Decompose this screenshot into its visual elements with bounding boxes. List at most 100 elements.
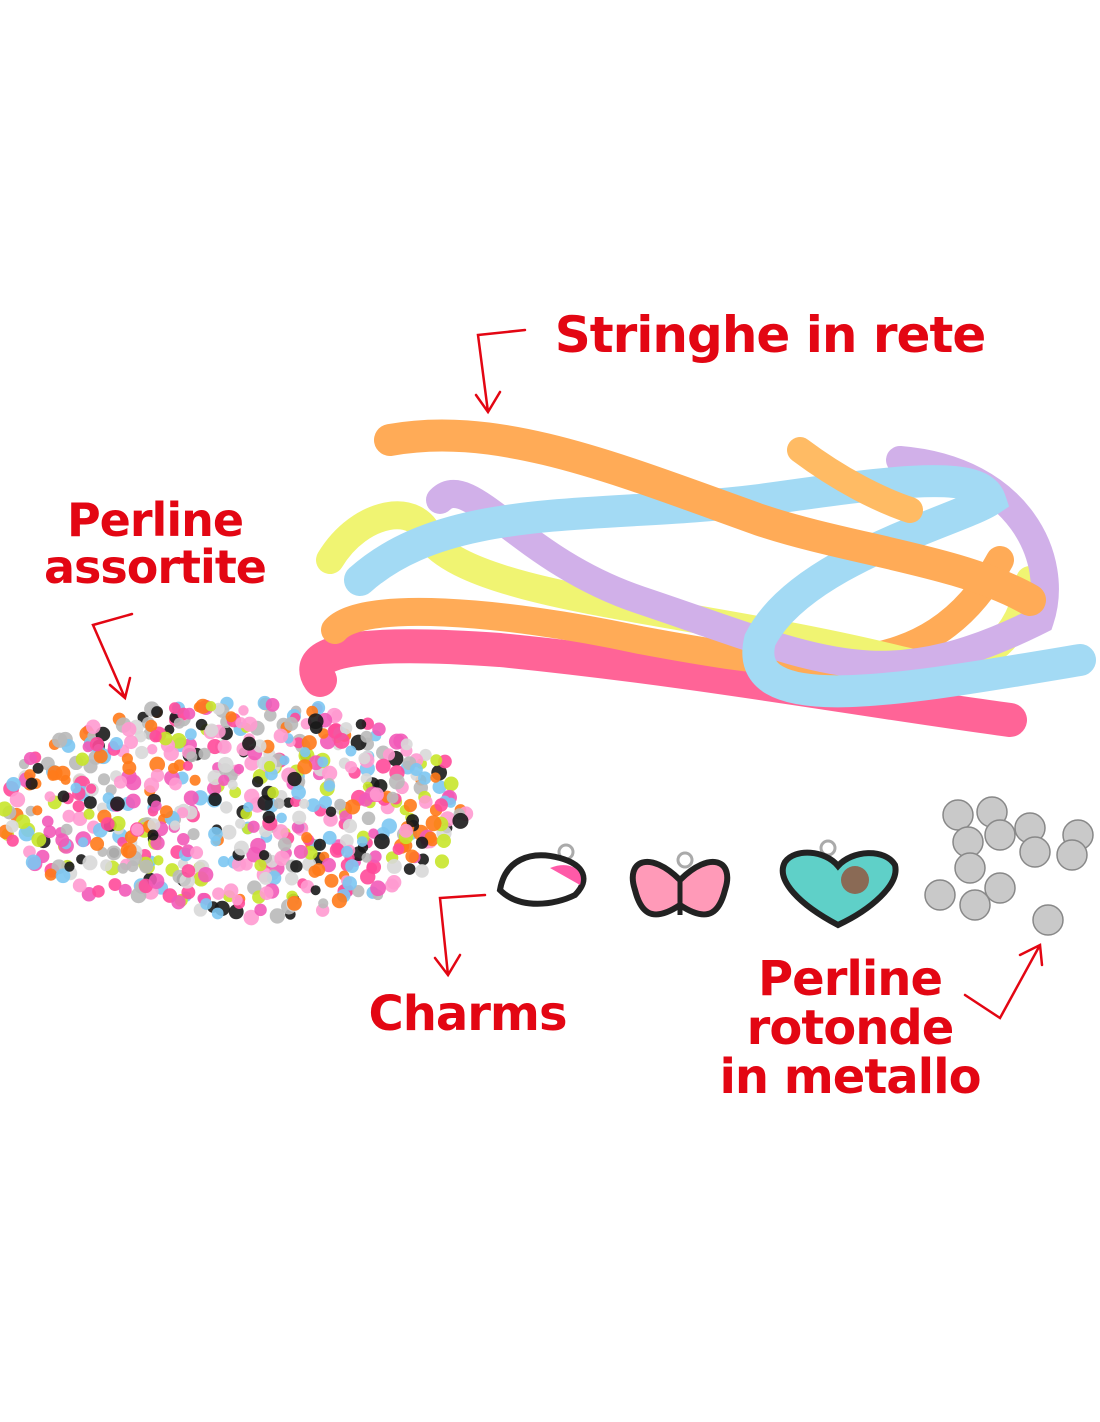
bead — [168, 777, 182, 791]
bead — [44, 868, 57, 881]
bead — [331, 709, 343, 721]
bead — [225, 711, 237, 723]
bead — [176, 807, 189, 819]
bead — [324, 873, 339, 888]
bead — [212, 887, 225, 900]
bead — [217, 739, 232, 754]
bead — [183, 790, 199, 806]
bead — [117, 862, 129, 874]
bead — [52, 732, 68, 748]
bead — [218, 856, 230, 868]
bead — [323, 780, 336, 792]
bead — [32, 762, 44, 774]
metal-bead — [984, 872, 1016, 904]
bead — [334, 798, 346, 811]
bead — [148, 873, 165, 890]
bead — [131, 823, 144, 836]
arrows — [91, 328, 1044, 1020]
bead — [287, 895, 302, 911]
bead — [147, 829, 159, 841]
bead — [183, 707, 196, 720]
bead — [352, 885, 365, 898]
bead — [299, 798, 310, 809]
bead — [273, 798, 285, 809]
bead — [243, 801, 254, 813]
label-line: assortite — [43, 539, 267, 594]
label-line: rotonde — [746, 999, 955, 1056]
bead — [168, 702, 181, 714]
bead — [149, 756, 166, 773]
bead — [318, 795, 333, 809]
bead — [360, 730, 373, 743]
bead — [110, 796, 125, 812]
bead — [265, 698, 280, 712]
bead — [113, 775, 128, 789]
bead — [93, 749, 108, 764]
bead — [70, 782, 82, 794]
bead — [186, 751, 198, 763]
assorted-beads-pile — [0, 695, 474, 926]
bead — [331, 893, 347, 909]
bead — [25, 854, 42, 870]
bead — [344, 760, 358, 774]
bead — [207, 781, 222, 796]
bead — [293, 737, 305, 749]
bead — [171, 895, 186, 910]
bead — [246, 846, 263, 863]
bead — [293, 844, 308, 859]
bead — [121, 721, 137, 737]
bead — [307, 713, 324, 730]
bead — [345, 859, 359, 873]
bead — [274, 850, 290, 867]
bead — [388, 773, 405, 790]
bead — [257, 795, 273, 811]
bead — [357, 836, 368, 847]
bead — [301, 832, 313, 843]
bead — [370, 880, 386, 897]
bead — [403, 798, 417, 813]
metal-bead — [1032, 904, 1064, 936]
bead — [382, 748, 396, 761]
bead — [242, 736, 257, 751]
bead — [329, 842, 345, 858]
bead — [290, 860, 303, 873]
bead — [436, 833, 451, 848]
bead — [284, 716, 299, 731]
bead — [342, 876, 357, 891]
bead — [434, 854, 450, 869]
bead — [415, 864, 429, 878]
bead — [55, 833, 70, 848]
bead — [72, 800, 85, 813]
bead — [97, 773, 111, 786]
bead — [18, 825, 35, 842]
bead — [200, 898, 213, 910]
bead — [147, 818, 161, 832]
bead — [322, 830, 337, 845]
bead — [182, 760, 193, 771]
bead — [321, 857, 336, 873]
label-line: in metallo — [719, 1048, 981, 1105]
arrow-icon — [474, 328, 527, 415]
bead — [399, 823, 413, 838]
bead — [313, 838, 326, 851]
bead — [211, 907, 224, 920]
bead — [169, 820, 181, 831]
bead — [279, 755, 290, 766]
bead — [159, 805, 173, 819]
bead — [198, 747, 211, 760]
bead — [43, 825, 57, 839]
bead — [86, 783, 97, 794]
bead — [452, 812, 469, 829]
bead — [47, 769, 59, 781]
bead — [374, 833, 390, 850]
bead — [325, 806, 337, 817]
bead — [205, 701, 217, 712]
bead — [60, 774, 71, 785]
bead — [220, 801, 233, 814]
bead — [273, 728, 289, 744]
metal-bead — [1019, 836, 1051, 868]
bead — [72, 878, 87, 893]
bead — [158, 731, 173, 746]
bead — [375, 758, 391, 774]
bead — [418, 771, 432, 785]
